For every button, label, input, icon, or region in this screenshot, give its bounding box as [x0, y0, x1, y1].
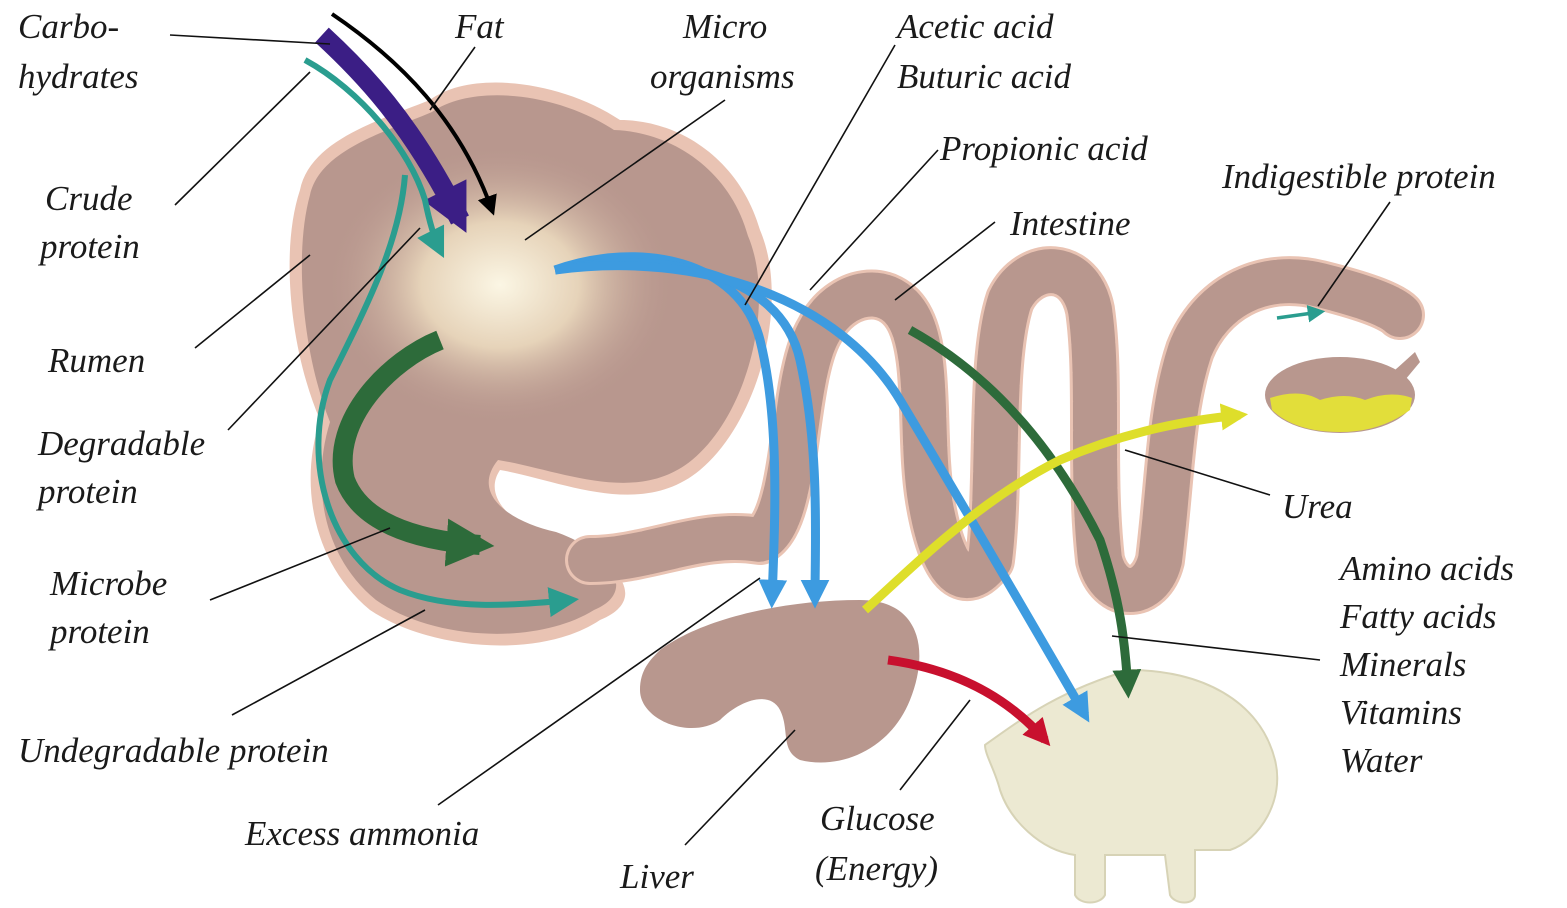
label-crude-protein-1: Crude [45, 179, 133, 218]
label-degradable-protein-1: Degradable [37, 424, 205, 463]
label-micro-organisms-2: organisms [650, 57, 795, 96]
label-glucose-2: (Energy) [815, 849, 938, 888]
label-liver: Liver [619, 857, 694, 896]
label-microbe-protein-1: Microbe [49, 564, 167, 603]
label-undegradable-protein: Undegradable protein [18, 731, 329, 770]
label-amino-acids: Amino acids [1338, 549, 1514, 588]
label-degradable-protein-2: protein [35, 472, 138, 511]
label-carbohydrates-1: Carbo- [18, 7, 119, 46]
udder-organ [985, 670, 1277, 903]
label-crude-protein-2: protein [37, 227, 140, 266]
label-carbohydrates-2: hydrates [18, 57, 139, 96]
label-intestine: Intestine [1009, 204, 1131, 243]
label-buturic-acid: Buturic acid [897, 57, 1071, 96]
label-water: Water [1340, 741, 1423, 780]
liver-organ [640, 600, 919, 763]
label-minerals: Minerals [1339, 645, 1466, 684]
label-acetic-acid: Acetic acid [895, 7, 1054, 46]
label-excess-ammonia: Excess ammonia [244, 814, 479, 853]
label-indigestible-protein: Indigestible protein [1221, 157, 1496, 196]
label-micro-organisms-1: Micro [682, 7, 767, 46]
label-fat: Fat [454, 7, 505, 46]
label-vitamins: Vitamins [1340, 693, 1462, 732]
bladder-organ [1265, 352, 1420, 433]
label-urea: Urea [1282, 487, 1353, 526]
label-propionic-acid: Propionic acid [939, 129, 1148, 168]
indigestible-protein-arrow [1277, 312, 1320, 318]
label-rumen: Rumen [47, 341, 145, 380]
label-microbe-protein-2: protein [47, 612, 150, 651]
label-glucose-1: Glucose [820, 799, 935, 838]
label-fatty-acids: Fatty acids [1339, 597, 1497, 636]
labels: Carbo- hydrates Fat Micro organisms Acet… [18, 7, 1514, 896]
